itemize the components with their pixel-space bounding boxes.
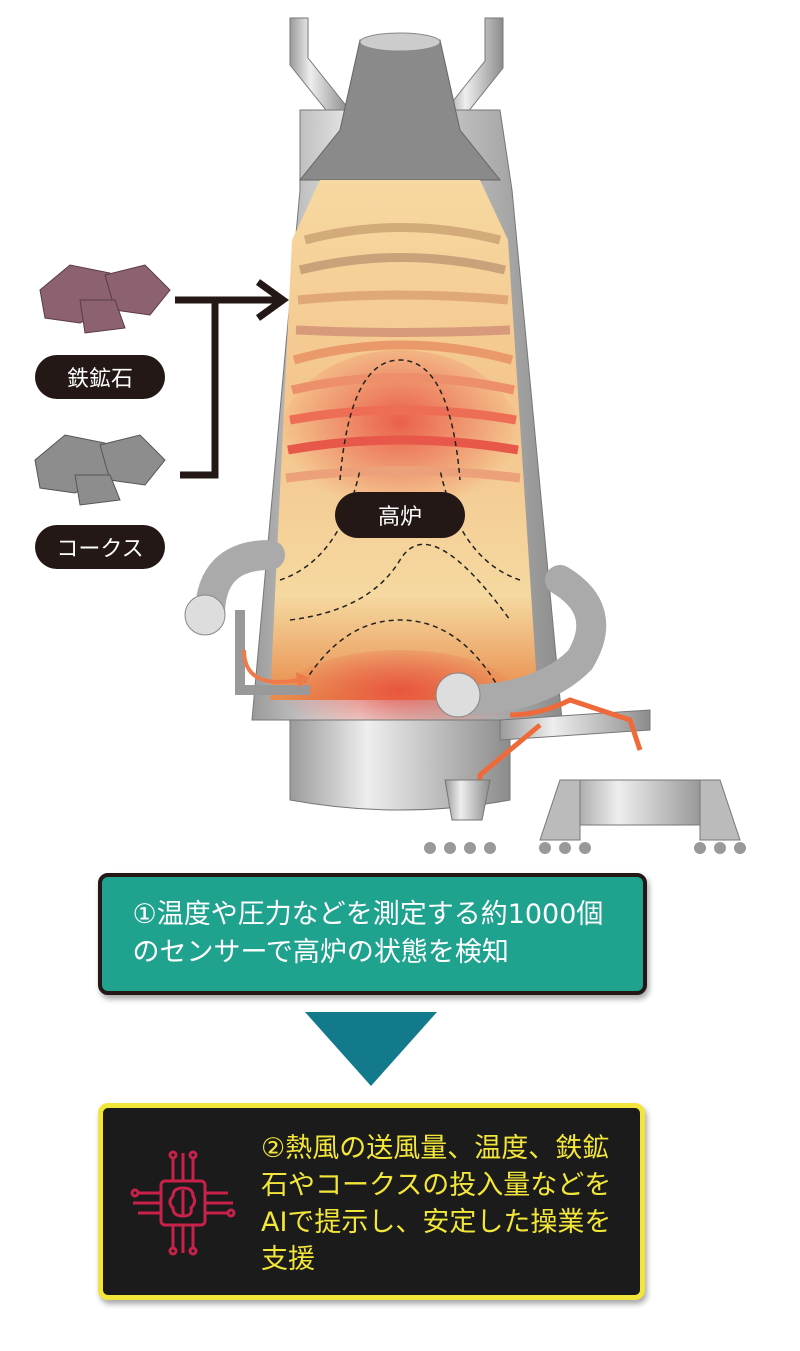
torpedo-car [567,779,713,826]
wheels [424,842,746,854]
blast-furnace-illustration [34,17,746,854]
hot-blast-arrow [242,649,300,684]
iron-ore-label: 鉄鉱石 [35,355,165,399]
coke-rocks [34,434,166,506]
down-arrow-icon [305,1012,437,1086]
ai-chip-icon [130,1150,236,1256]
step2-text: ②熱風の送風量、温度、鉄鉱石やコークスの投入量などをAIで提示し、安定した操業を… [261,1133,612,1275]
coke-label: コークス [35,525,165,569]
step2-box: ②熱風の送風量、温度、鉄鉱石やコークスの投入量などをAIで提示し、安定した操業を… [98,1103,645,1300]
cohesive-zone-lines [279,359,521,691]
feed-arrow [175,296,280,479]
furnace-cone [298,39,502,181]
step1-text: ①温度や圧力などを測定する約1000個のセンサーで高炉の状態を検知 [132,899,604,968]
step1-box: ①温度や圧力などを測定する約1000個のセンサーで高炉の状態を検知 [98,873,647,995]
ladle [444,779,491,821]
burden-layers [285,223,521,483]
iron-ore-rocks [39,264,171,334]
blast-furnace-label: 高炉 [335,492,465,538]
